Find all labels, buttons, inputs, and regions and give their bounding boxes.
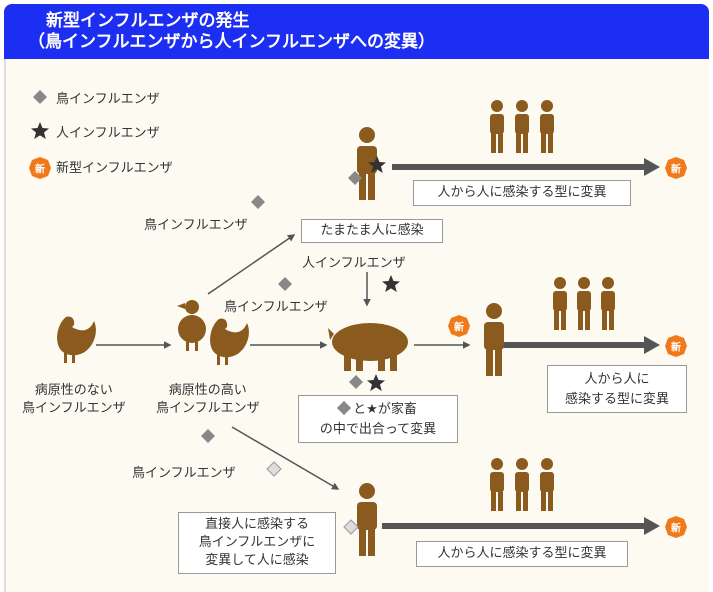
shin-badge-icon: 新 bbox=[665, 516, 687, 538]
svg-text:新: 新 bbox=[454, 321, 464, 334]
legend-star-icon bbox=[31, 122, 49, 139]
diamond-icon bbox=[343, 519, 359, 535]
box-mutate-mid: 人から人に 感染する型に変異 bbox=[547, 365, 687, 413]
diagram-svg: 新 bbox=[29, 90, 687, 556]
arrowheads bbox=[644, 158, 660, 535]
box-mix-line-1: と★が家畜 bbox=[299, 400, 457, 420]
legend: 新 bbox=[29, 90, 51, 179]
box-mutate-top: 人から人に感染する型に変異 bbox=[413, 180, 631, 206]
markers bbox=[201, 156, 400, 535]
label-bird-flu-mid: 鳥インフルエンザ bbox=[224, 300, 328, 315]
diamond-icon bbox=[266, 461, 282, 477]
duck-icon bbox=[177, 300, 206, 351]
title-line-2: （鳥インフルエンザから人インフルエンザへの変異） bbox=[28, 32, 435, 52]
diamond-icon bbox=[201, 429, 215, 443]
chicken-icon bbox=[57, 316, 96, 363]
animal-figures bbox=[57, 300, 408, 371]
person-icon bbox=[540, 100, 554, 153]
box-accidental: たまたま人に感染 bbox=[301, 219, 443, 243]
chicken-icon bbox=[210, 318, 249, 365]
box-mutate-bottom: 人から人に感染する型に変異 bbox=[416, 541, 628, 567]
thick-arrows bbox=[382, 164, 648, 529]
diagram-canvas: 新 bbox=[4, 59, 709, 592]
svg-text:新: 新 bbox=[671, 163, 681, 176]
svg-text:新: 新 bbox=[671, 522, 681, 535]
person-big-icon bbox=[357, 483, 377, 556]
label-chicken-low: 病原性のない 鳥インフルエンザ bbox=[22, 383, 126, 416]
legend-shin-badge-icon: 新 bbox=[29, 157, 51, 179]
person-icon bbox=[515, 458, 529, 511]
diamond-icon bbox=[337, 400, 352, 416]
person-icon bbox=[490, 458, 504, 511]
shin-badge-icon: 新 bbox=[448, 315, 470, 337]
arrow-to-accidental bbox=[207, 234, 296, 295]
shin-badge-icon: 新 bbox=[665, 335, 687, 357]
diamond-icon bbox=[278, 277, 292, 291]
label-chicken-high: 病原性の高い 鳥インフルエンザ bbox=[156, 383, 260, 416]
person-icon bbox=[577, 277, 591, 330]
legend-diamond-icon bbox=[33, 90, 47, 104]
svg-text:新: 新 bbox=[35, 163, 45, 176]
svg-text:新: 新 bbox=[671, 341, 681, 354]
diamond-icon bbox=[251, 195, 265, 209]
shin-badges: 新 新 新 新 bbox=[448, 157, 687, 538]
person-big-icon bbox=[484, 303, 504, 376]
star-icon bbox=[367, 374, 385, 391]
legend-label-human: 人インフルエンザ bbox=[56, 126, 160, 141]
person-icon bbox=[540, 458, 554, 511]
star-icon bbox=[368, 156, 386, 173]
person-icon bbox=[515, 100, 529, 153]
legend-label-bird: 鳥インフルエンザ bbox=[56, 92, 160, 107]
shin-badge-icon: 新 bbox=[665, 157, 687, 179]
label-bird-flu-bottom: 鳥インフルエンザ bbox=[132, 466, 236, 481]
diamond-icon bbox=[349, 375, 363, 389]
box-mix-line-2: の中で出合って変異 bbox=[319, 422, 437, 437]
label-bird-flu-top: 鳥インフルエンザ bbox=[144, 218, 248, 233]
mix-text-and: と bbox=[353, 402, 367, 417]
left-border bbox=[4, 59, 6, 592]
box-direct: 直接人に感染する 鳥インフルエンザに 変異して人に感染 bbox=[178, 512, 336, 574]
title-banner: 新型インフルエンザの発生 （鳥インフルエンザから人インフルエンザへの変異） bbox=[4, 4, 709, 59]
star-icon: ★ bbox=[366, 402, 378, 417]
person-icon bbox=[490, 100, 504, 153]
person-icon bbox=[601, 277, 615, 330]
connectors bbox=[96, 234, 471, 490]
title-line-1: 新型インフルエンザの発生 bbox=[46, 11, 250, 31]
legend-label-new: 新型インフルエンザ bbox=[56, 161, 173, 176]
star-icon bbox=[382, 275, 400, 292]
box-mix: と★が家畜 の中で出合って変異 bbox=[298, 395, 458, 443]
diamond-icon bbox=[348, 171, 362, 185]
arrow-to-direct bbox=[231, 426, 340, 490]
pig-icon bbox=[328, 323, 408, 371]
label-human-flu: 人インフルエンザ bbox=[302, 256, 406, 271]
mix-text-end: が家畜 bbox=[377, 402, 417, 417]
person-icon bbox=[553, 277, 567, 330]
